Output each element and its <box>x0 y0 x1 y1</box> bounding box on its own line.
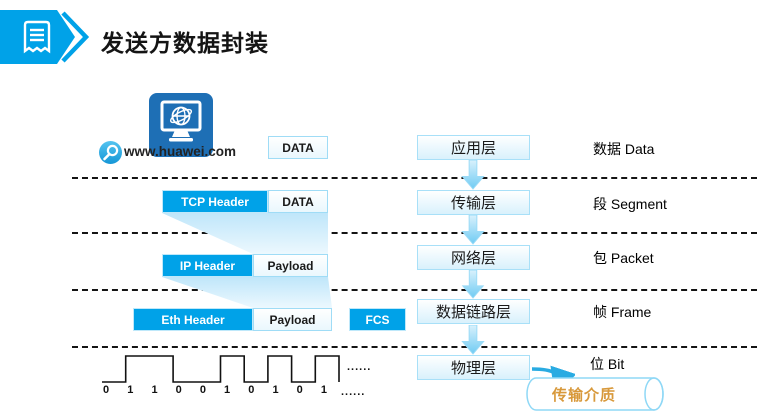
site-url: www.huawei.com <box>124 144 237 159</box>
layer-box-datalink: 数据链路层 <box>417 299 530 324</box>
pdu-box-data-app: DATA <box>268 136 328 159</box>
pdu-box-data-transport: DATA <box>268 190 328 213</box>
pdu-name-data: 数据 Data <box>593 141 655 157</box>
bit-value: 0 <box>248 384 255 396</box>
down-arrow-icon <box>461 160 485 190</box>
pdu-name-frame: 帧 Frame <box>593 304 652 320</box>
layer-box-transport: 传输层 <box>417 190 530 215</box>
pdu-name-packet: 包 Packet <box>593 250 654 266</box>
bit-value: 1 <box>272 384 279 396</box>
square-wave <box>102 355 340 383</box>
bit-value: 1 <box>224 384 231 396</box>
waveform-ellipsis: ...... <box>347 361 372 373</box>
bit-value: 0 <box>175 384 182 396</box>
title-banner <box>0 10 90 64</box>
bit-value: 0 <box>296 384 303 396</box>
bit-values-row: 0 1 1 0 0 1 0 1 0 1 <box>94 384 336 396</box>
page-title: 发送方数据封装 <box>101 30 269 56</box>
funnel-transport-to-network <box>162 213 328 254</box>
bit-value: 0 <box>103 384 110 396</box>
down-arrow-icon <box>461 215 485 245</box>
separator-line-1 <box>72 177 757 179</box>
separator-line-2 <box>72 232 757 234</box>
pdu-name-bit: 位 Bit <box>590 356 625 372</box>
encapsulation-funnels <box>162 213 332 308</box>
computer-globe-icon <box>149 93 213 157</box>
pdu-box-ip-header: IP Header <box>162 254 253 277</box>
transmission-medium-cylinder <box>526 377 664 411</box>
transmission-medium-label: 传输介质 <box>551 387 616 404</box>
pdu-box-payload-datalink: Payload <box>253 308 332 331</box>
layer-box-physical: 物理层 <box>417 355 530 380</box>
bit-waveform <box>102 355 340 383</box>
separator-line-3 <box>72 289 757 291</box>
bit-value: 1 <box>127 384 134 396</box>
layer-box-application: 应用层 <box>417 135 530 160</box>
separator-line-4 <box>72 346 757 348</box>
bit-value: 1 <box>320 384 327 396</box>
pdu-box-payload-network: Payload <box>253 254 328 277</box>
document-receipt-icon <box>23 20 51 54</box>
pdu-box-fcs: FCS <box>349 308 406 331</box>
magnifier-icon <box>99 141 122 164</box>
funnel-network-to-datalink <box>162 277 332 308</box>
pdu-box-tcp-header: TCP Header <box>162 190 268 213</box>
down-arrow-icon <box>461 270 485 299</box>
down-arrow-icon <box>461 325 485 355</box>
bits-ellipsis: ...... <box>341 386 366 398</box>
bit-value: 1 <box>151 384 158 396</box>
pdu-name-segment: 段 Segment <box>593 196 667 212</box>
layer-box-network: 网络层 <box>417 245 530 270</box>
pdu-box-eth-header: Eth Header <box>133 308 253 331</box>
bit-value: 0 <box>199 384 206 396</box>
